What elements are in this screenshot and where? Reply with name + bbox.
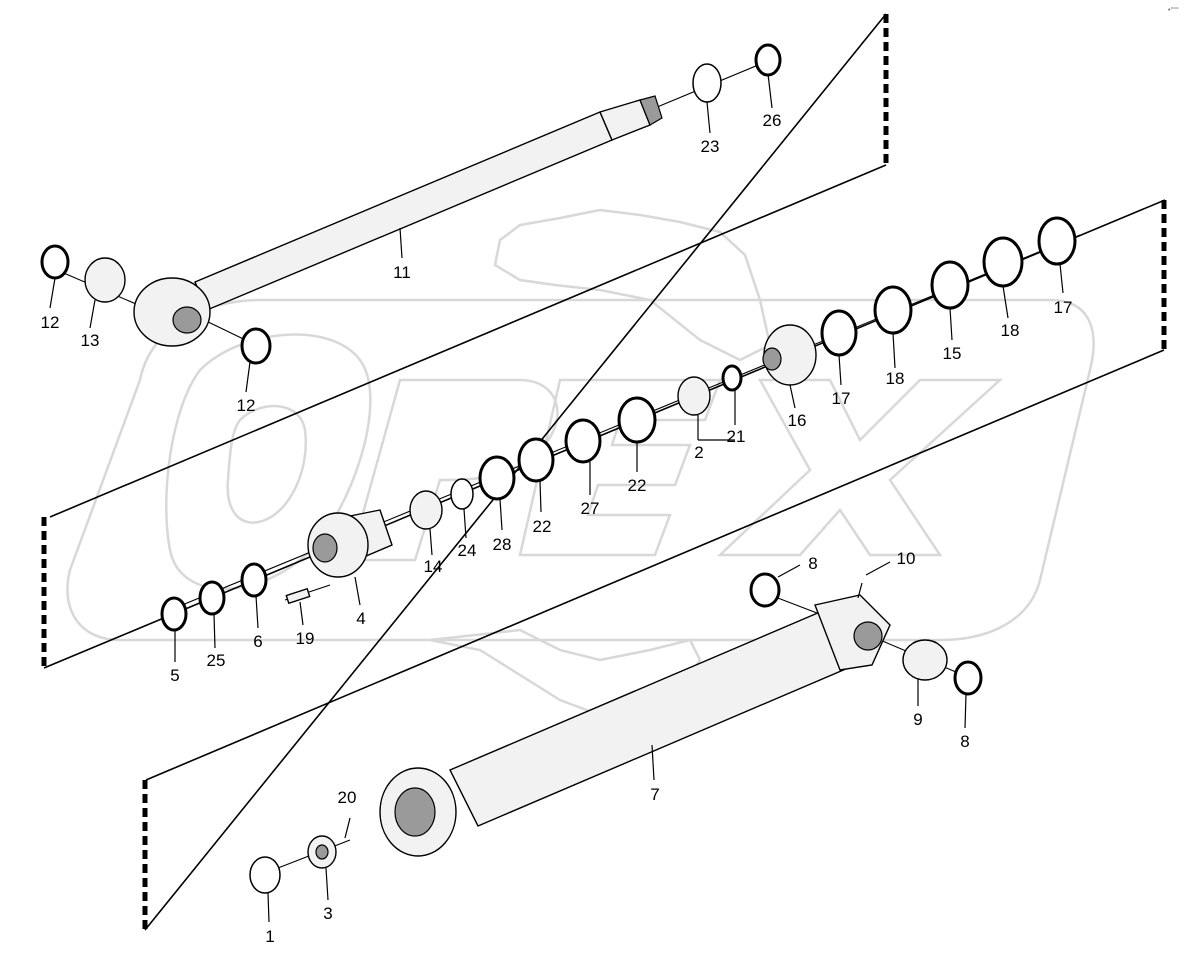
cylinder-tube bbox=[379, 572, 983, 857]
callout-21: 21 bbox=[727, 427, 746, 446]
ring-6-shape bbox=[240, 562, 268, 598]
corner-mark: •°°° bbox=[1168, 6, 1179, 14]
ring-8a-shape bbox=[749, 572, 781, 608]
callout-23: 23 bbox=[701, 137, 720, 156]
callout-16: 16 bbox=[788, 411, 807, 430]
callout-27: 27 bbox=[581, 499, 600, 518]
callout-7: 7 bbox=[650, 785, 659, 804]
callout-8b: 8 bbox=[960, 732, 969, 751]
callout-18b: 18 bbox=[886, 369, 905, 388]
seal-28-shape bbox=[478, 455, 516, 501]
ring-25-shape bbox=[198, 580, 226, 616]
callout-14: 14 bbox=[424, 557, 443, 576]
callout-10: 10 bbox=[897, 549, 916, 568]
callout-17b: 17 bbox=[832, 389, 851, 408]
ring-18a-shape bbox=[982, 236, 1024, 288]
callout-26: 26 bbox=[763, 111, 782, 130]
piston-rod bbox=[133, 95, 663, 347]
seal-5-shape bbox=[160, 596, 188, 632]
spacer-2-shape bbox=[677, 376, 711, 416]
callout-22a: 22 bbox=[628, 476, 647, 495]
washer-23-shape bbox=[692, 63, 722, 103]
ring-18b-shape bbox=[873, 285, 913, 335]
seal-17b-shape bbox=[820, 309, 858, 357]
callout-9: 9 bbox=[913, 710, 922, 729]
tube-base-parts bbox=[249, 817, 351, 894]
ring-22a-shape bbox=[617, 396, 657, 444]
callout-11: 11 bbox=[393, 263, 411, 282]
callout-3: 3 bbox=[323, 904, 332, 923]
callout-22b: 22 bbox=[533, 517, 552, 536]
callout-17a: 17 bbox=[1054, 298, 1073, 317]
leader-lines bbox=[49, 73, 1064, 923]
rod-assembly-frame bbox=[41, 13, 1167, 931]
callout-13: 13 bbox=[81, 331, 100, 350]
cylinder-head bbox=[160, 509, 393, 632]
piston-seal-stack bbox=[409, 216, 1077, 530]
ring-15-shape bbox=[930, 260, 970, 310]
callout-labels: 26 23 11 12 13 12 17 18 15 18 17 16 21 2… bbox=[41, 111, 1073, 946]
callout-12b: 12 bbox=[237, 396, 256, 415]
callout-20: 20 bbox=[338, 788, 357, 807]
seal-ring-12a-shape bbox=[40, 244, 70, 280]
callout-6: 6 bbox=[253, 632, 262, 651]
seal-ring-12b-shape bbox=[240, 327, 272, 365]
callout-12a: 12 bbox=[41, 313, 60, 332]
bushing-13-shape bbox=[84, 257, 126, 303]
bolt-19-shape bbox=[285, 587, 311, 605]
ring-27-shape bbox=[564, 418, 602, 464]
bushing-14-shape bbox=[409, 490, 443, 530]
callout-2: 2 bbox=[694, 443, 703, 462]
callout-25: 25 bbox=[207, 651, 226, 670]
callout-5: 5 bbox=[170, 666, 179, 685]
callout-4: 4 bbox=[356, 609, 365, 628]
ring-22b-shape bbox=[517, 437, 555, 483]
rod-end-parts bbox=[40, 43, 782, 365]
ring-26-shape bbox=[754, 43, 782, 77]
callout-19: 19 bbox=[296, 629, 315, 648]
callout-15: 15 bbox=[943, 344, 962, 363]
callout-24: 24 bbox=[458, 541, 477, 560]
ring-8b-shape bbox=[953, 660, 983, 696]
callout-1: 1 bbox=[265, 927, 274, 946]
washer-1-shape bbox=[249, 856, 281, 894]
bushing-9-shape bbox=[902, 639, 948, 681]
seal-17a-shape bbox=[1037, 216, 1077, 266]
washer-24-shape bbox=[450, 478, 474, 510]
o-ring-21-shape bbox=[721, 364, 743, 392]
callout-18a: 18 bbox=[1001, 321, 1020, 340]
callout-28: 28 bbox=[493, 535, 512, 554]
callout-8a: 8 bbox=[808, 554, 817, 573]
